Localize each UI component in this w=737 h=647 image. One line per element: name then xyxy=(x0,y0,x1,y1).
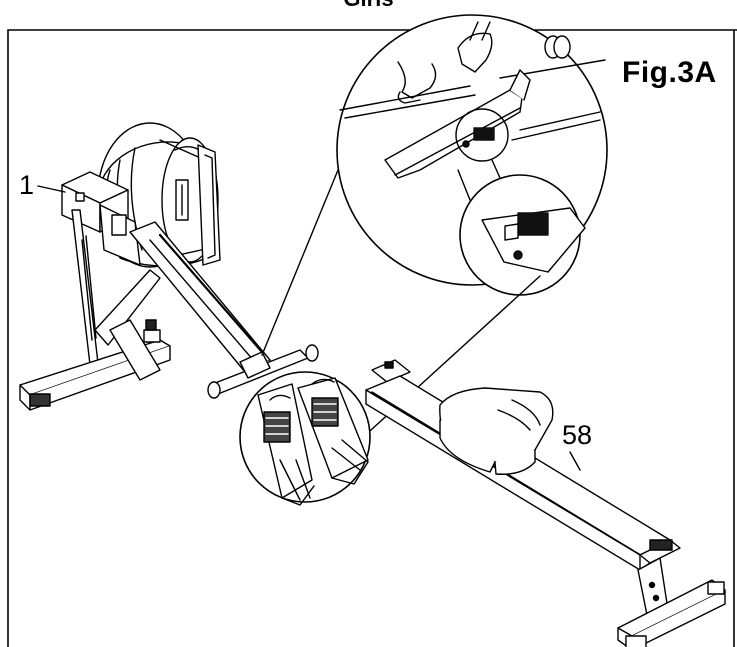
inset-notch-circle xyxy=(457,159,586,296)
cut-off-header: Giris xyxy=(0,0,737,12)
part-callout-58: 58 xyxy=(562,420,593,450)
callout-leaders xyxy=(37,185,581,471)
page-border xyxy=(7,29,737,647)
seat xyxy=(439,387,554,475)
footrest-detail-circle xyxy=(239,371,371,506)
part-callout-1: 1 xyxy=(19,170,35,200)
figure-label: Fig.3A xyxy=(622,56,717,89)
front-monorail xyxy=(109,221,319,399)
